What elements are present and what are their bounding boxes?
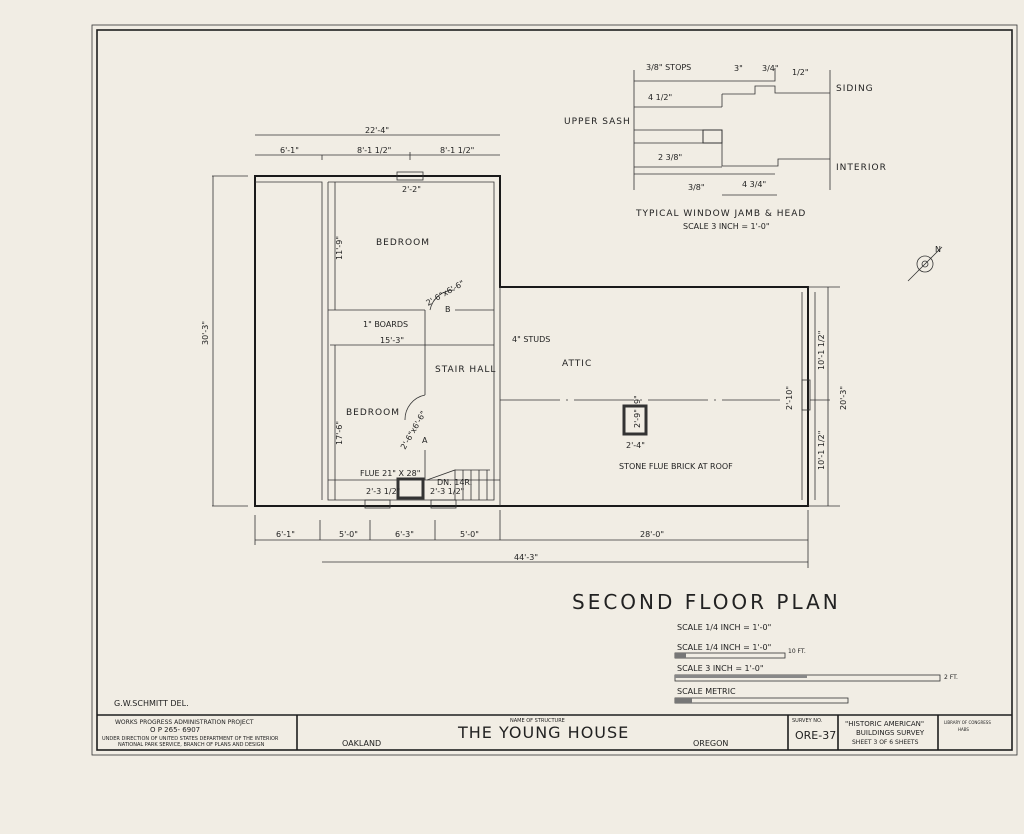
- window: [396, 171, 424, 181]
- dim-label: 5'-0": [460, 530, 479, 539]
- scale-label: SCALE 1/4 INCH = 1'-0": [677, 623, 771, 632]
- dim-label: 2'-9": [633, 409, 642, 428]
- library-line: LIBRARY OF CONGRESS: [944, 720, 991, 725]
- door-mark-b: B: [445, 305, 451, 314]
- scale-bar-fill: [675, 675, 807, 678]
- dim-label: 17'-6": [335, 421, 344, 445]
- scale-bar: [674, 697, 849, 704]
- dim-label: 15'-3": [380, 336, 404, 345]
- stone-flue: [622, 404, 648, 436]
- dim-label: 3/8": [688, 183, 705, 192]
- note-flue: FLUE 21" X 28": [360, 469, 420, 478]
- room-label-stair-hall: STAIR HALL: [435, 365, 496, 375]
- room-label-bedroom-lower: BEDROOM: [346, 408, 400, 418]
- room-label-bedroom-upper: BEDROOM: [376, 238, 430, 248]
- dim-label: 22'-4": [365, 126, 389, 135]
- upper-sash-label: UPPER SASH: [564, 117, 631, 127]
- note-stair: DN. 14R.: [437, 478, 472, 487]
- delineator: G.W.SCHMITT DEL.: [114, 699, 189, 708]
- dim-label: 8'-1 1/2": [357, 146, 391, 155]
- door-mark-a: A: [422, 436, 428, 445]
- scale-end-label: 2 FT.: [944, 674, 958, 681]
- dim-label: 28'-0": [640, 530, 664, 539]
- habs-line: "HISTORIC AMERICAN": [845, 720, 924, 728]
- survey-number: ORE-37: [795, 729, 836, 742]
- dim-label: 6'-1": [276, 530, 295, 539]
- stops-label: 3/8" STOPS: [646, 63, 691, 72]
- city: OAKLAND: [342, 739, 381, 748]
- project-number: O P 265- 6907: [150, 726, 200, 734]
- dim-label: 1/2": [792, 68, 809, 77]
- habs-line: BUILDINGS SURVEY: [856, 729, 925, 737]
- north-label: N: [935, 245, 941, 254]
- window-detail-scale: SCALE 3 INCH = 1'-0": [683, 222, 770, 231]
- dim-label: 44'-3": [514, 553, 538, 562]
- stair-and-doors: [404, 289, 490, 500]
- sheet-outer-border: [91, 24, 1018, 756]
- interior-label: INTERIOR: [836, 163, 887, 173]
- dim-label: 2'-2": [402, 185, 421, 194]
- window-detail: UPPER SASH SIDING INTERIOR 3/8" STOPS 3"…: [564, 63, 887, 231]
- title-block: WORKS PROGRESS ADMINISTRATION PROJECT O …: [97, 714, 1012, 750]
- note-stone-flue: STONE FLUE BRICK AT ROOF: [619, 462, 733, 471]
- siding-label: SIDING: [836, 84, 874, 94]
- sash-section: [702, 129, 723, 144]
- dim-label: 2 3/8": [658, 153, 682, 162]
- dim-label: 6'-1": [280, 146, 299, 155]
- project-line: WORKS PROGRESS ADMINISTRATION PROJECT: [115, 719, 254, 726]
- dim-label: 2'-10": [785, 386, 794, 410]
- note-boards: 1" BOARDS: [363, 320, 408, 329]
- note-studs: 4" STUDS: [512, 335, 550, 344]
- scale-label: SCALE 1/4 INCH = 1'-0": [677, 643, 771, 652]
- scale-bars: SCALE 1/4 INCH = 1'-0" SCALE 1/4 INCH = …: [674, 623, 958, 704]
- window: [801, 379, 811, 411]
- window: [364, 499, 391, 509]
- scale-bar-fill: [675, 653, 686, 658]
- scale-bar-fill: [675, 698, 692, 703]
- dim-label: 2'-3 1/2": [430, 487, 464, 496]
- flue: [396, 477, 425, 500]
- dim-label: 20'-3": [839, 386, 848, 410]
- dim-label: 4 3/4": [742, 180, 766, 189]
- dim-label: 6'-3": [395, 530, 414, 539]
- direction-line: UNDER DIRECTION OF UNITED STATES DEPARTM…: [102, 736, 279, 742]
- north-arrow-icon: N: [907, 245, 943, 282]
- scale-label: SCALE 3 INCH = 1'-0": [677, 664, 764, 673]
- name-label: NAME OF STRUCTURE: [510, 718, 565, 724]
- dim-label: 5'-0": [339, 530, 358, 539]
- dim-label: 3": [734, 64, 743, 73]
- dim-label: 4 1/2": [648, 93, 672, 102]
- window: [430, 499, 457, 509]
- scale-end-label: 10 FT.: [788, 648, 806, 655]
- dim-label: 10'-1 1/2": [817, 331, 826, 370]
- dim-label: 2'-4": [626, 441, 645, 450]
- state: OREGON: [693, 739, 728, 748]
- library-line: HABS: [958, 727, 969, 732]
- dim-label: 2'-3 1/2": [366, 487, 400, 496]
- direction-line: NATIONAL PARK SERVICE, BRANCH OF PLANS A…: [118, 742, 265, 748]
- structure-name: THE YOUNG HOUSE: [457, 723, 629, 742]
- survey-label: SURVEY NO.: [792, 718, 823, 724]
- dim-label: 30'-3": [201, 321, 210, 345]
- dim-label: 10'-1 1/2": [817, 431, 826, 470]
- sheet-border: [96, 29, 1013, 751]
- drawing-title: SECOND FLOOR PLAN: [572, 590, 841, 614]
- room-label-attic: ATTIC: [562, 359, 592, 369]
- door-size-b: 2'-6"x6'-6": [425, 279, 466, 308]
- dimensions: 22'-4" 6'-1" 8'-1 1/2" 8'-1 1/2" 2'-2" 3…: [201, 126, 848, 568]
- scale-bar: [674, 652, 786, 659]
- window-detail-title: TYPICAL WINDOW JAMB & HEAD: [635, 209, 806, 219]
- dim-label: 9": [633, 395, 642, 404]
- sheet-info: SHEET 3 OF 6 SHEETS: [852, 739, 919, 746]
- dim-label: 11'-9": [335, 236, 344, 260]
- dim-label: 8'-1 1/2": [440, 146, 474, 155]
- scale-label: SCALE METRIC: [677, 687, 736, 696]
- dim-label: 3/4": [762, 64, 779, 73]
